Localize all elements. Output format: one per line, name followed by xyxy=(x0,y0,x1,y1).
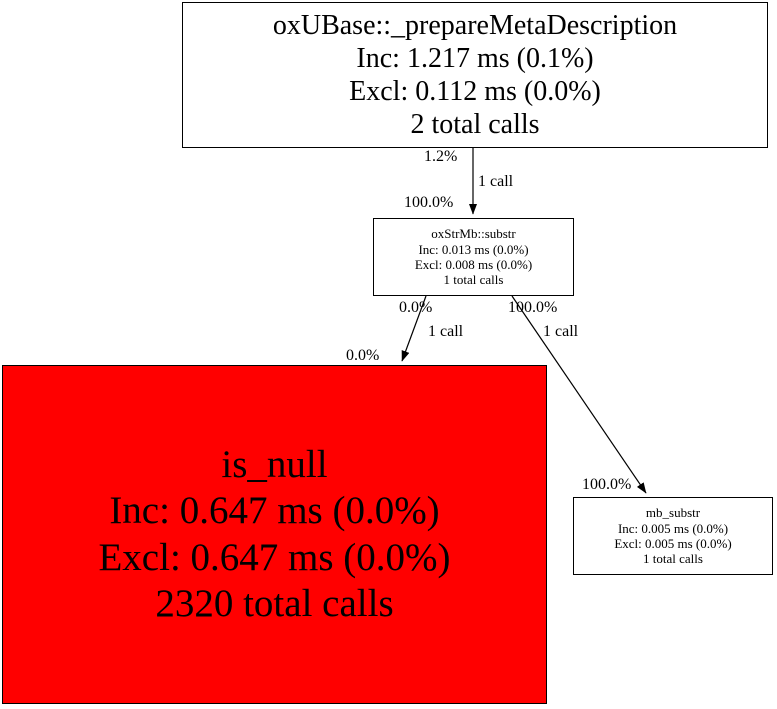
edge-mid-to-mbsubstr-calls: 1 call xyxy=(543,323,579,340)
edge-mid-to-mbsubstr-source-percent: 100.0% xyxy=(508,299,558,316)
node-mbsubstr-inclusive: Inc: 0.005 ms (0.0%) xyxy=(617,520,729,536)
node-is-null[interactable]: is_null Inc: 0.647 ms (0.0%) Excl: 0.647… xyxy=(2,365,547,704)
node-root-exclusive: Excl: 0.112 ms (0.0%) xyxy=(349,76,601,107)
node-oxubase-preparemetadescription[interactable]: oxUBase::_prepareMetaDescription Inc: 1.… xyxy=(182,2,768,148)
node-mb-substr[interactable]: mb_substr Inc: 0.005 ms (0.0%) Excl: 0.0… xyxy=(573,497,773,575)
edge-root-to-mid-calls: 1 call xyxy=(478,173,514,190)
node-mbsubstr-name: mb_substr xyxy=(645,505,701,521)
node-oxstrmb-substr[interactable]: oxStrMb::substr Inc: 0.013 ms (0.0%) Exc… xyxy=(373,218,574,296)
edge-root-to-mid-source-percent: 1.2% xyxy=(424,148,458,165)
node-isnull-name: is_null xyxy=(221,443,328,487)
edge-mid-to-isnull-target-percent: 0.0% xyxy=(346,347,380,364)
node-mid-exclusive: Excl: 0.008 ms (0.0%) xyxy=(414,257,533,272)
edge-root-to-mid-target-percent: 100.0% xyxy=(404,194,454,211)
edge-mid-to-mbsubstr-target-percent: 100.0% xyxy=(582,476,632,493)
node-isnull-exclusive: Excl: 0.647 ms (0.0%) xyxy=(98,535,451,579)
node-mbsubstr-calls: 1 total calls xyxy=(643,551,703,567)
node-mid-calls: 1 total calls xyxy=(443,272,504,288)
node-mid-name: oxStrMb::substr xyxy=(431,226,516,242)
node-root-calls: 2 total calls xyxy=(410,109,540,141)
node-root-inclusive: Inc: 1.217 ms (0.1%) xyxy=(356,42,594,74)
edge-mid-to-isnull-calls: 1 call xyxy=(428,323,464,340)
node-isnull-inclusive: Inc: 0.647 ms (0.0%) xyxy=(109,489,440,533)
node-isnull-calls: 2320 total calls xyxy=(155,581,394,625)
edge-mid-to-isnull-source-percent: 0.0% xyxy=(399,299,433,316)
node-mid-inclusive: Inc: 0.013 ms (0.0%) xyxy=(418,241,529,257)
node-root-name: oxUBase::_prepareMetaDescription xyxy=(272,9,678,41)
node-mbsubstr-exclusive: Excl: 0.005 ms (0.0%) xyxy=(614,536,732,551)
